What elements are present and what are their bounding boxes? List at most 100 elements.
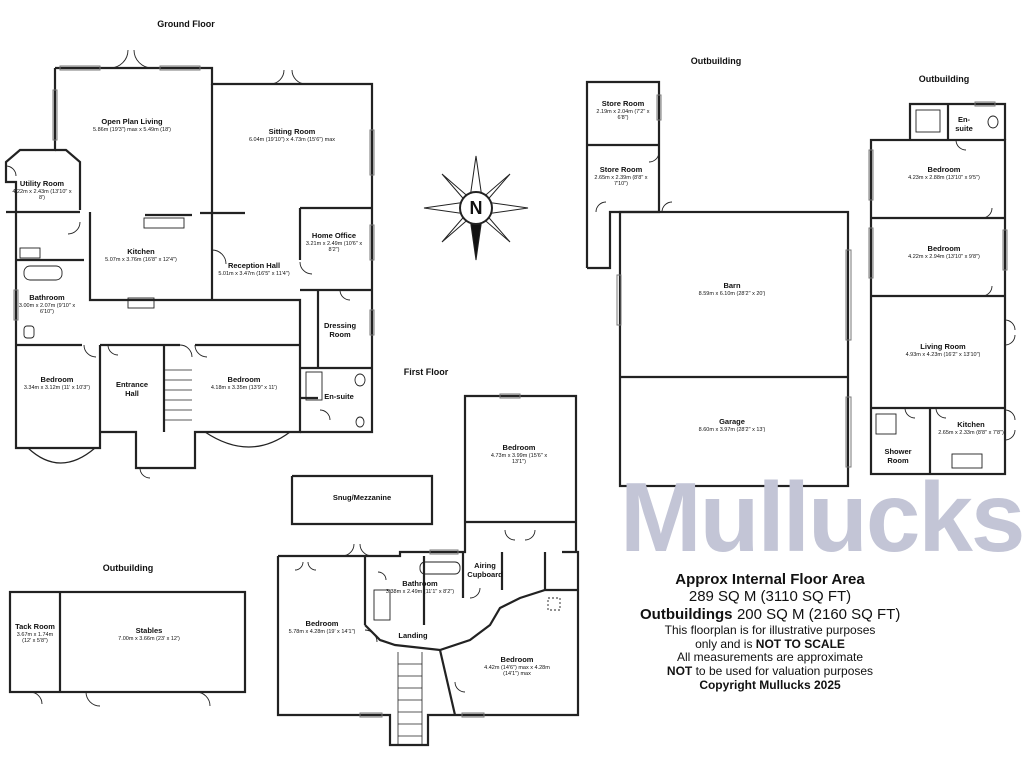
room-name: En-suite bbox=[955, 115, 973, 133]
room-name: Utility Room bbox=[19, 179, 65, 188]
room-dims: 8.59m x 6.10m (28'2" x 20') bbox=[698, 290, 766, 297]
area-out-label: Outbuildings bbox=[640, 605, 733, 623]
room-dims: 4.23m x 2.88m (13'10" x 9'5") bbox=[908, 174, 980, 181]
area-note-4a: NOT bbox=[666, 664, 693, 679]
room-name: Sitting Room bbox=[268, 127, 316, 136]
room-dims: 5.07m x 3.76m (16'8" x 12'4") bbox=[105, 256, 177, 263]
room-dims: 5.01m x 3.47m (16'5" x 11'4") bbox=[218, 270, 290, 277]
room-dims: 3.00m x 2.07m (9'10" x 6'10") bbox=[18, 302, 76, 315]
title-outbuilding-annex: Outbuilding bbox=[918, 74, 970, 84]
room-name: Kitchen bbox=[127, 247, 155, 256]
barn-walls bbox=[585, 80, 850, 488]
ground-doors bbox=[5, 49, 351, 479]
room-dims: 4.18m x 3.35m (13'9" x 11') bbox=[210, 384, 278, 391]
room-name: Entrance Hall bbox=[115, 380, 149, 398]
compass-icon: N bbox=[423, 155, 529, 261]
room-snug: Snug/Mezzanine bbox=[332, 493, 392, 503]
room-dims: 3.34m x 3.12m (11' x 10'3") bbox=[23, 384, 91, 391]
room-name: Home Office bbox=[311, 231, 357, 240]
room-dims: 4.42m (14'6") max x 4.28m (14'1") max bbox=[484, 664, 550, 677]
room-name: En-suite bbox=[324, 392, 354, 401]
room-name: Tack Room bbox=[15, 622, 55, 631]
room-name: Living Room bbox=[920, 342, 966, 351]
first-windows bbox=[359, 393, 521, 718]
room-dims: 3.38m x 2.49m (11'1" x 8'2") bbox=[385, 588, 455, 595]
room-dims: 5.78m x 4.28m (19' x 14'1") bbox=[288, 628, 356, 635]
room-name: Bedroom bbox=[502, 443, 536, 452]
room-dims: 4.22m x 2.94m (13'10" x 9'8") bbox=[908, 253, 980, 260]
area-copyright: Copyright Mullucks 2025 bbox=[699, 678, 841, 693]
area-heading: Approx Internal Floor Area bbox=[675, 571, 865, 588]
ground-windows bbox=[13, 65, 375, 336]
room-landing: Landing bbox=[398, 631, 427, 641]
area-note-1: This floorplan is for illustrative purpo… bbox=[664, 622, 876, 637]
area-note-4b: to be used for valuation purposes bbox=[692, 664, 874, 679]
room-dims: 2.65m x 2.33m (8'8" x 7'8") bbox=[938, 429, 1004, 436]
room-dims: 3.21m x 2.49m (10'6" x 8'2") bbox=[305, 240, 363, 253]
annex-windows bbox=[868, 101, 1008, 279]
room-name: Store Room bbox=[601, 99, 645, 108]
annex-walls bbox=[869, 102, 1007, 476]
room-name: Bathroom bbox=[29, 293, 65, 302]
room-dims: 4.73m x 3.99m (15'6" x 13'1") bbox=[490, 452, 548, 465]
room-name: Airing Cupboard bbox=[467, 561, 503, 579]
room-name: Store Room bbox=[599, 165, 643, 174]
stables-doors bbox=[29, 691, 211, 707]
area-out-value: 200 SQ M (2160 SQ FT) bbox=[736, 605, 901, 623]
room-entrance-hall: Entrance Hall bbox=[112, 380, 152, 398]
room-name: Garage bbox=[719, 417, 745, 426]
room-shower-out: Shower Room bbox=[880, 447, 916, 465]
room-dims: 7.00m x 3.66m (23' x 12') bbox=[118, 635, 180, 642]
title-first-floor: First Floor bbox=[403, 367, 449, 377]
room-name: Bedroom bbox=[227, 375, 261, 384]
barn-windows bbox=[616, 94, 852, 468]
area-note-2b: NOT TO SCALE bbox=[755, 636, 845, 651]
room-name: Shower Room bbox=[884, 447, 912, 465]
watermark-logo: Mullucks bbox=[620, 462, 1024, 572]
room-dims: 8.60m x 3.97m (28'2" x 13') bbox=[698, 426, 766, 433]
room-dims: 3.67m x 1.74m (12' x 5'8") bbox=[16, 631, 54, 644]
area-note-2a: only and is bbox=[695, 636, 756, 651]
first-doors bbox=[294, 529, 536, 693]
barn-doors bbox=[595, 151, 673, 213]
room-name: Barn bbox=[723, 281, 741, 290]
ground-fixtures bbox=[19, 217, 366, 428]
room-name: Dressing Room bbox=[323, 321, 357, 339]
ground-stairs bbox=[164, 369, 192, 421]
room-name: Stables bbox=[135, 626, 163, 635]
title-outbuilding-stables: Outbuilding bbox=[102, 563, 154, 573]
stables-walls bbox=[8, 590, 247, 694]
area-note-3: All measurements are approximate bbox=[676, 650, 864, 665]
room-name: Bedroom bbox=[500, 655, 534, 664]
room-dims: 2.19m x 2.04m (7'2" x 6'8") bbox=[596, 108, 650, 121]
room-name: Snug/Mezzanine bbox=[332, 493, 392, 502]
area-info: Approx Internal Floor Area 289 SQ M (311… bbox=[640, 571, 900, 693]
first-fixtures bbox=[373, 561, 561, 621]
annex-doors bbox=[904, 139, 1016, 441]
room-name: Bedroom bbox=[927, 244, 961, 253]
room-airing-cupboard: Airing Cupboard bbox=[465, 561, 505, 579]
room-name: Kitchen bbox=[957, 420, 985, 429]
room-ensuite-outbuilding: En-suite bbox=[953, 115, 975, 133]
room-dims: 2.65m x 2.39m (8'8" x 7'10") bbox=[594, 174, 648, 187]
area-main-value: 289 SQ M (3110 SQ FT) bbox=[688, 588, 852, 606]
compass-letter: N bbox=[470, 198, 483, 218]
first-stairs bbox=[397, 652, 423, 745]
room-dims: 5.86m (19'3") max x 5.49m (18') bbox=[92, 126, 172, 133]
